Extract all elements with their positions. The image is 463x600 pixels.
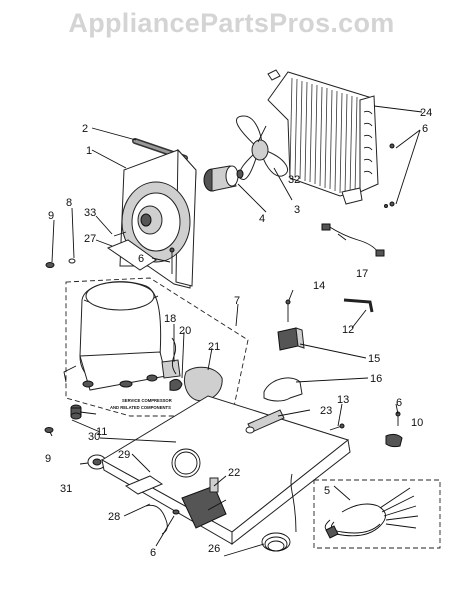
callout-11: 11	[96, 426, 107, 438]
callout-13: 13	[337, 394, 349, 406]
watermark-text: AppliancePartsPros.com	[68, 8, 395, 38]
callout-20: 20	[179, 325, 191, 337]
clip-10	[385, 411, 403, 448]
callout-2: 2	[82, 123, 88, 135]
callout-23: 23	[320, 405, 332, 417]
callout-22: 22	[228, 467, 240, 479]
callout-5: 5	[324, 485, 330, 497]
callout-21: 21	[208, 341, 220, 353]
wire-harness-17	[321, 223, 385, 257]
callout-27: 27	[84, 233, 96, 245]
callout-7: 7	[234, 295, 240, 307]
callout-30: 30	[88, 431, 100, 443]
callout-6a: 6	[422, 123, 428, 135]
compressor-group: SERVICE COMPRESSOR AND RELATED COMPONENT…	[63, 277, 249, 417]
screws-6	[384, 143, 395, 208]
callout-9a: 9	[48, 210, 54, 222]
base-pan	[101, 395, 351, 546]
screw-13	[329, 423, 345, 431]
group-label-line1: SERVICE COMPRESSOR	[122, 398, 172, 403]
fan-blade	[235, 115, 288, 180]
fan-shroud	[106, 138, 197, 289]
callout-15: 15	[368, 353, 380, 365]
callout-29: 29	[118, 449, 130, 461]
callout-9b: 9	[45, 453, 51, 465]
callout-12: 12	[342, 324, 354, 336]
callout-26: 26	[208, 543, 220, 555]
callout-1: 1	[86, 145, 92, 157]
power-cord-box	[313, 479, 441, 549]
callout-8: 8	[66, 197, 72, 209]
tube-12	[343, 298, 374, 313]
callout-24: 24	[420, 107, 432, 119]
callout-18: 18	[164, 313, 176, 325]
bracket-16	[263, 377, 303, 402]
callout-6b: 6	[138, 253, 144, 265]
callout-6d: 6	[150, 547, 156, 559]
callout-17: 17	[356, 268, 368, 280]
callout-16: 16	[370, 373, 382, 385]
relay-15	[277, 299, 305, 351]
callout-32: 32	[288, 174, 300, 186]
callout-4: 4	[259, 213, 265, 225]
callout-10: 10	[411, 417, 423, 429]
grommets	[44, 258, 107, 470]
callout-labels: 1 2 3 4 5 6 6 6 6 7 8 9 9 10 11 12 13 14…	[45, 107, 432, 559]
callout-6c: 6	[396, 397, 402, 409]
group-label-line2: AND RELATED COMPONENTS	[110, 405, 171, 410]
callout-28: 28	[108, 511, 120, 523]
callout-33: 33	[84, 207, 96, 219]
callout-3: 3	[294, 204, 300, 216]
drain-tube	[245, 409, 285, 434]
callout-31: 31	[60, 483, 72, 495]
condenser	[267, 69, 379, 205]
leader-lines	[49, 105, 423, 557]
coil-tube	[261, 473, 297, 552]
callout-14: 14	[313, 280, 325, 292]
fan-motor	[203, 165, 244, 192]
